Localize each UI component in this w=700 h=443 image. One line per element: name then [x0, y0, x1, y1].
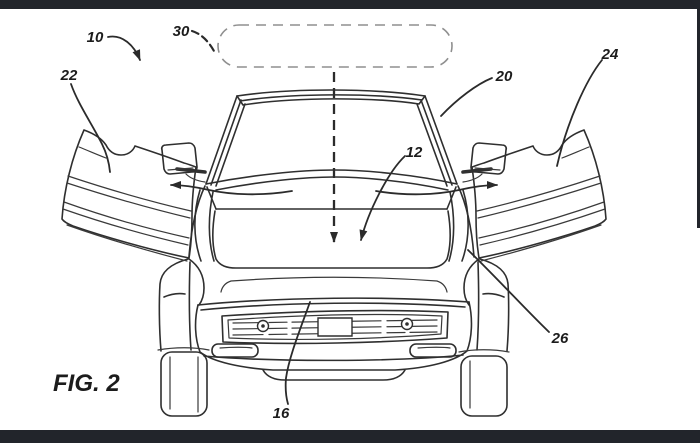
ref-label-12: 12 — [406, 144, 423, 161]
license-plate-bracket — [318, 318, 352, 336]
body-seam-right — [458, 186, 474, 257]
a-pillar-right — [417, 96, 457, 186]
leader-line-10 — [108, 37, 140, 61]
leader-line-12 — [359, 156, 405, 241]
front-wheel-left-tread — [170, 357, 198, 412]
sweep-arrow-right — [376, 181, 498, 194]
parking-sensor-left-dot — [261, 324, 265, 328]
grille-recess-inner — [228, 315, 442, 340]
door-right-open — [463, 130, 606, 261]
ref-label-24: 24 — [601, 46, 619, 63]
leader-line-20 — [441, 78, 492, 116]
leader-line-26 — [468, 250, 549, 332]
ref-label-16: 16 — [273, 405, 290, 422]
mirror-left-housing — [162, 143, 197, 174]
side-mirror-right — [463, 143, 506, 182]
mirror-right-housing — [471, 143, 506, 174]
cowl-line — [206, 170, 457, 190]
letterbox-bottom — [0, 430, 700, 443]
door-left-outline — [62, 130, 196, 258]
mirror-right-detail — [463, 168, 500, 182]
door-right-outline — [472, 130, 606, 258]
ref-label-22: 22 — [60, 67, 78, 84]
front-fender-left — [159, 259, 204, 351]
grille-recess-outer — [222, 311, 448, 344]
front-wheel-left — [161, 352, 207, 416]
bumper-top-edge — [198, 298, 469, 310]
hood-chamfer-lines — [207, 187, 456, 209]
ref-label-20: 20 — [495, 68, 513, 85]
tow-hook-recess-left — [212, 344, 258, 357]
front-wheel-right — [461, 356, 507, 416]
leader-line-22 — [71, 84, 110, 172]
side-mirror-left — [162, 143, 205, 182]
bumper-outline — [196, 302, 472, 380]
leader-line-16 — [286, 302, 310, 404]
door-left-panel-lines — [63, 147, 191, 261]
wheel-arch-right — [459, 350, 509, 352]
roof-outline — [237, 90, 425, 105]
tow-hook-left-detail — [220, 347, 252, 348]
door-right-panel-lines — [477, 147, 605, 261]
tow-hook-recess-right — [410, 344, 456, 357]
ref-label-26: 26 — [551, 330, 569, 347]
a-pillar-left — [206, 96, 245, 186]
screen-edge-shadow — [697, 0, 700, 228]
leader-line-30 — [192, 31, 215, 53]
fascia-molding — [221, 277, 447, 292]
headlight-left — [195, 190, 214, 261]
letterbox-top — [0, 0, 700, 9]
hood-front-panel — [213, 209, 450, 268]
parking-sensor-right-dot — [405, 322, 409, 326]
wheel-arch-left — [158, 348, 209, 350]
front-fender-right — [464, 259, 509, 351]
sensor-module-dashed-outline — [218, 25, 452, 67]
figure-caption: FIG. 2 — [53, 370, 120, 397]
ref-label-30: 30 — [173, 23, 190, 40]
sweep-arrow-left — [170, 181, 292, 194]
leader-line-24 — [557, 60, 602, 166]
door-left-open — [62, 130, 205, 261]
mirror-left-detail — [168, 168, 205, 182]
headlight-right — [449, 190, 468, 261]
tow-hook-right-detail — [418, 347, 450, 348]
ref-label-10: 10 — [87, 29, 104, 46]
